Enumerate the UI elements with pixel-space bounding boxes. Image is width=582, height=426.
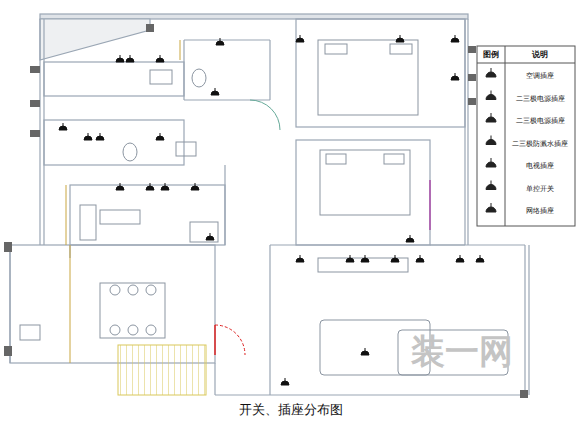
socket-symbol [216,38,224,45]
legend-symbol [486,181,496,190]
socket-symbol [156,133,164,140]
legend-text: 二三极电源插座 [516,118,565,126]
socket-symbol [206,233,214,240]
legend-symbol [486,203,496,212]
socket-symbol [191,183,199,190]
legend-symbols [486,68,496,212]
socket-symbol [296,35,304,42]
socket-symbol [476,255,484,262]
socket-symbol [116,55,124,62]
legend-text: 电视插座 [526,163,554,171]
socket-symbol [59,123,67,130]
socket-symbol [126,55,134,62]
door-leaf [214,325,216,355]
legend-text: 二三极电源插座 [516,96,565,104]
legend-text: 网络插座 [526,208,554,216]
watermark: 装一网 [411,333,513,370]
table-header: 图例 [483,51,499,60]
legend-symbol [486,113,496,122]
socket-symbol [361,255,369,262]
door-swing [215,325,245,355]
socket-symbol [96,133,104,140]
socket-symbol [84,133,92,140]
socket-symbol [156,55,164,62]
legend-symbol [486,158,496,167]
legend-symbol [486,68,496,77]
walls [10,14,529,395]
legend-symbol [486,91,496,100]
legend-text: 二三极防溅水插座 [512,141,568,149]
legend-table [477,46,575,226]
socket-symbol [116,183,124,190]
socket-symbol [406,235,414,242]
socket-symbol [451,35,459,42]
socket-symbol [296,255,304,262]
socket-symbol [396,35,404,42]
socket-symbol [361,348,369,355]
legend-text: 空调插座 [526,73,554,81]
socket-symbol [456,255,464,262]
caption: 开关、插座分布图 [239,403,343,417]
socket-symbol [146,183,154,190]
stairs [118,345,206,395]
furniture [20,40,508,375]
partitions [66,40,180,363]
socket-symbol [391,255,399,262]
window-marks [4,24,528,398]
socket-symbol [281,378,289,385]
socket-symbol [346,255,354,262]
door-leaf [429,180,431,230]
table-header: 说明 [532,51,548,60]
legend-symbol [486,136,496,145]
socket-symbol [416,255,424,262]
socket-symbol [211,88,219,95]
legend-text: 单控开关 [526,186,554,194]
socket-symbol [161,183,169,190]
socket-symbol [451,73,459,80]
door-swing [250,100,280,130]
